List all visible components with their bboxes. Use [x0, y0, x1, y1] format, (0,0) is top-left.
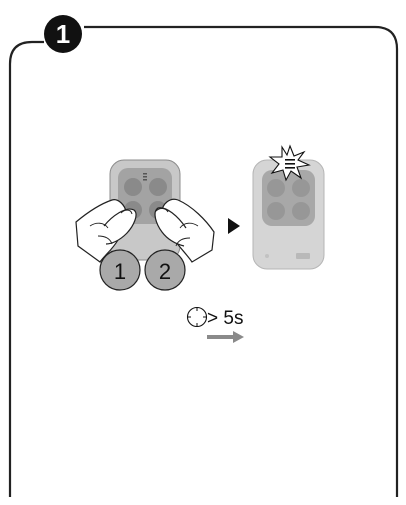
right-arrow-icon	[207, 331, 244, 343]
play-arrow-icon	[228, 218, 240, 234]
timer-label: > 5s	[207, 308, 243, 329]
led-flash-icon	[268, 144, 311, 182]
left-thumb	[103, 208, 137, 245]
remote-right	[252, 159, 325, 270]
panel-border	[8, 25, 399, 497]
button-2-badge: 2	[144, 249, 186, 291]
button-2-label: 2	[159, 259, 171, 284]
clock-icon	[186, 306, 208, 328]
step-badge: 1	[44, 15, 82, 53]
button-1-badge: 1	[99, 249, 141, 291]
hands-pressing-remote	[75, 159, 215, 263]
right-thumb	[154, 207, 187, 247]
button-1-label: 1	[114, 259, 126, 284]
step-number: 1	[56, 19, 70, 49]
